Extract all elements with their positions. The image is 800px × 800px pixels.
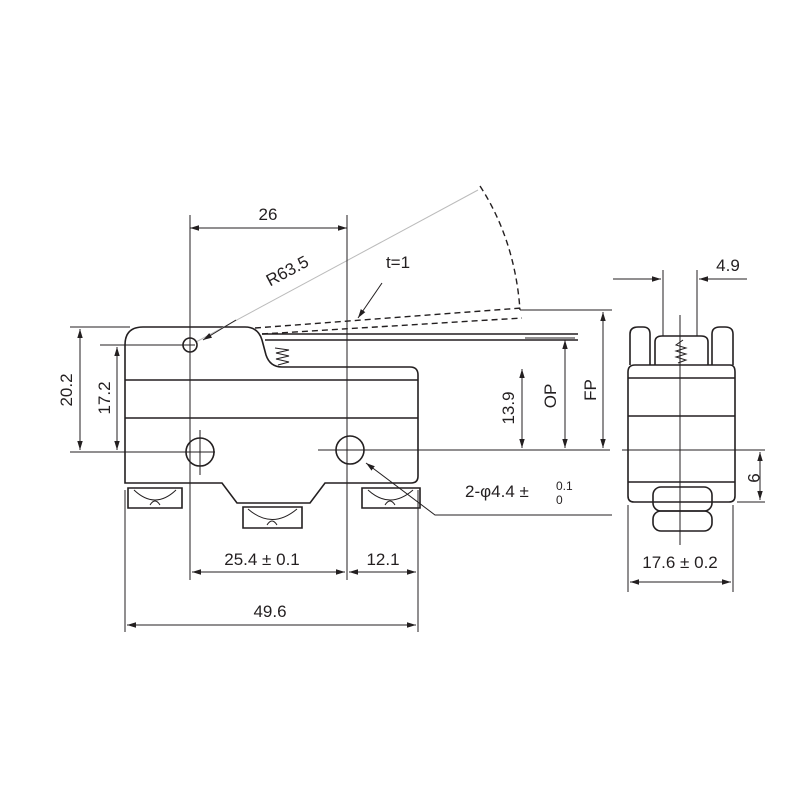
dim-overall-width: 49.6 — [253, 602, 286, 621]
dim-plunger-width: 4.9 — [716, 256, 740, 275]
dim-radius: R63.5 — [263, 252, 312, 290]
dim-fp: FP — [581, 379, 600, 401]
dim-hole-edge: 12.1 — [366, 550, 399, 569]
dimension-labels: 26 R63.5 t=1 20.2 17.2 13.9 OP FP 2-φ4.4… — [57, 205, 763, 621]
dim-op: OP — [541, 384, 560, 409]
dim-hole-tol-lower: 0 — [556, 493, 563, 507]
dim-side-width: 17.6 ± 0.2 — [642, 553, 718, 572]
dim-17-2: 17.2 — [95, 381, 114, 414]
dim-20-2: 20.2 — [57, 373, 76, 406]
dim-26: 26 — [259, 205, 278, 224]
side-view — [613, 270, 765, 592]
dim-hole-spec: 2-φ4.4 ± — [465, 482, 529, 501]
dim-hole-tol-upper: 0.1 — [556, 479, 573, 493]
dim-13-9: 13.9 — [499, 391, 518, 424]
dimension-lines — [70, 215, 612, 632]
dim-hole-spacing: 25.4 ± 0.1 — [224, 550, 300, 569]
dim-thickness: t=1 — [386, 253, 410, 272]
dim-side-height: 9 — [744, 473, 763, 482]
front-view — [124, 185, 610, 529]
